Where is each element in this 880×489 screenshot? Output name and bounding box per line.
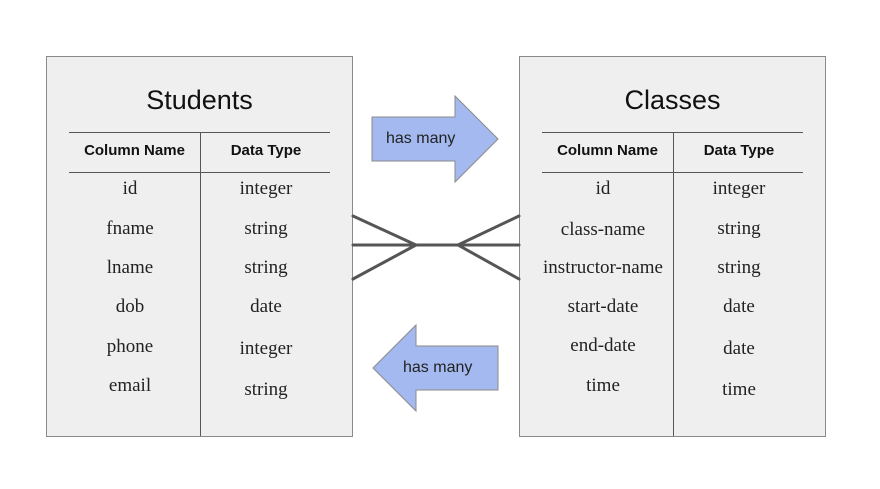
classes-title: Classes bbox=[624, 85, 721, 115]
left-arrow bbox=[372, 323, 499, 413]
students-cell-name: dob bbox=[115, 296, 145, 317]
header-top-rule bbox=[69, 132, 330, 133]
students-cell-type: integer bbox=[239, 338, 293, 359]
classes-cell-type: string bbox=[717, 257, 761, 278]
students-cell-type: date bbox=[250, 296, 282, 317]
students-cell-type: string bbox=[244, 257, 288, 278]
classes-cell-type: integer bbox=[712, 178, 766, 199]
students-cell-name: fname bbox=[106, 218, 154, 239]
students-cell-name: email bbox=[108, 375, 152, 396]
header-bottom-rule bbox=[69, 172, 330, 173]
column-divider bbox=[673, 132, 674, 436]
column-name-header: Column Name bbox=[84, 142, 185, 159]
classes-cell-type: time bbox=[722, 379, 756, 400]
classes-cell-type: string bbox=[717, 218, 761, 239]
left-arrow-label: has many bbox=[403, 359, 473, 376]
students-table: Students Column Name Data Type id intege… bbox=[46, 56, 353, 437]
header-bottom-rule bbox=[542, 172, 803, 173]
column-name-header: Column Name bbox=[557, 142, 658, 159]
students-cell-type: string bbox=[244, 218, 288, 239]
classes-cell-name: id bbox=[595, 178, 611, 199]
students-cell-type: string bbox=[244, 379, 288, 400]
classes-cell-name: class-name bbox=[560, 219, 646, 240]
many-to-many-connector bbox=[351, 214, 521, 281]
data-type-header: Data Type bbox=[703, 142, 775, 159]
classes-cell-name: start-date bbox=[567, 296, 639, 317]
right-arrow-label: has many bbox=[386, 130, 456, 147]
students-cell-name: lname bbox=[106, 257, 154, 278]
classes-table: Classes Column Name Data Type id integer… bbox=[519, 56, 826, 437]
students-cell-name: phone bbox=[106, 336, 154, 357]
students-title: Students bbox=[146, 85, 253, 115]
right-arrow bbox=[371, 94, 499, 184]
students-cell-name: id bbox=[122, 178, 138, 199]
header-top-rule bbox=[542, 132, 803, 133]
students-cell-type: integer bbox=[239, 178, 293, 199]
classes-cell-type: date bbox=[723, 338, 755, 359]
classes-cell-type: date bbox=[723, 296, 755, 317]
data-type-header: Data Type bbox=[230, 142, 302, 159]
classes-cell-name: time bbox=[586, 375, 620, 396]
classes-cell-name: instructor-name bbox=[543, 257, 663, 278]
classes-cell-name: end-date bbox=[570, 335, 636, 356]
column-divider bbox=[200, 132, 201, 436]
